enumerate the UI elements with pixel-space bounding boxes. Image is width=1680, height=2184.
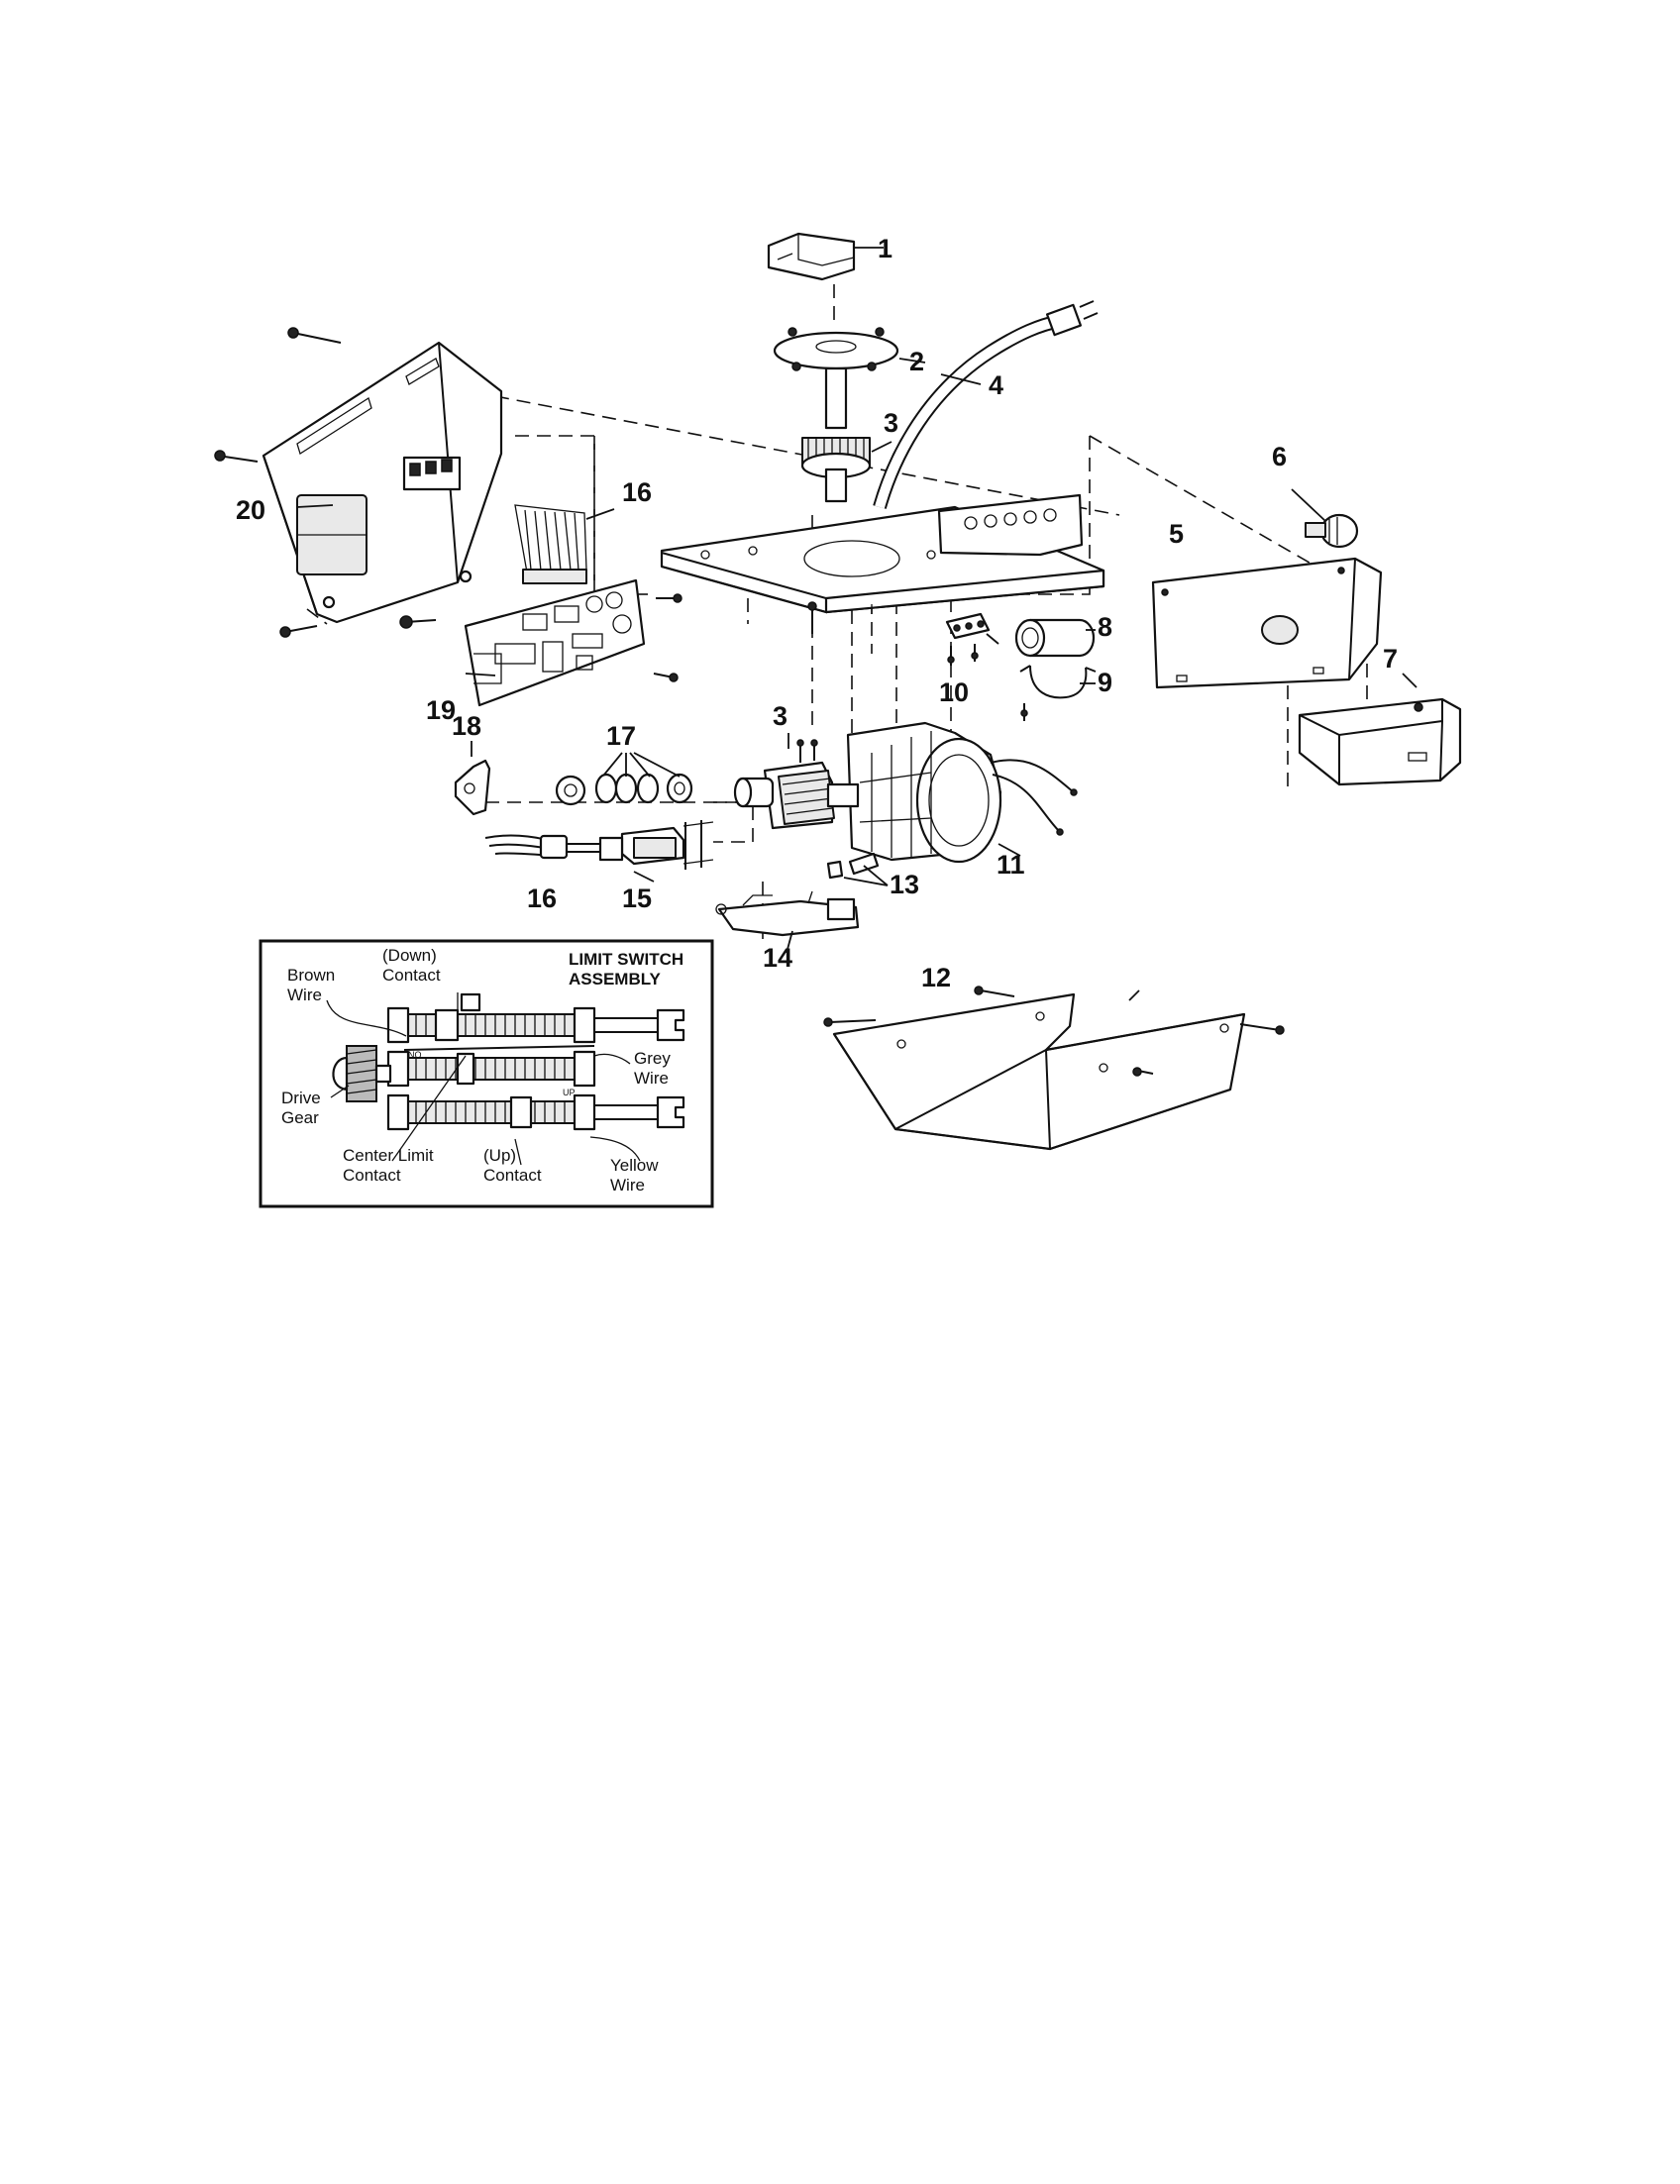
label-grey-wire-2: Wire — [634, 1069, 669, 1088]
callout-4: 4 — [989, 370, 1003, 400]
chassis-frame — [660, 493, 1105, 634]
inset-wires — [326, 992, 641, 1166]
inset-up-mark: UP — [563, 1088, 576, 1097]
callout-6: 6 — [1272, 442, 1287, 471]
callout-2: 2 — [909, 347, 924, 376]
limit-switch-inset: NO UP LIMIT SWITCH ASSEMBLY Brown Wire (… — [259, 939, 714, 1208]
part-20-cover — [262, 341, 503, 624]
callout-3-top: 3 — [884, 408, 898, 438]
inset-drive-gear — [332, 1045, 392, 1102]
callout-11: 11 — [997, 850, 1025, 880]
part-11-motor — [846, 721, 1078, 864]
part-17-spacers — [555, 773, 693, 806]
label-down-contact-1: (Down) — [382, 946, 437, 965]
callout-3-lower: 3 — [773, 701, 788, 731]
label-drive-gear-1: Drive — [281, 1089, 321, 1107]
part-16-wire-harness — [484, 834, 624, 862]
part-6-light-socket — [1305, 513, 1359, 549]
cover-screws — [214, 327, 437, 638]
part-5-end-panel — [1151, 557, 1383, 689]
part-14-bracket — [715, 890, 860, 937]
part-18-end-cap — [454, 759, 491, 816]
callout-5: 5 — [1169, 519, 1184, 549]
part-10-terminal — [945, 612, 991, 666]
callout-1: 1 — [878, 234, 892, 263]
inset-no-mark: NO — [408, 1050, 422, 1060]
label-yellow-wire-1: Yellow — [610, 1156, 659, 1175]
callout-16-top: 16 — [622, 477, 652, 507]
callout-14: 14 — [763, 943, 792, 973]
label-up-contact-2: Contact — [483, 1166, 542, 1185]
label-up-contact-1: (Up) — [483, 1146, 516, 1165]
part-2-mount-plate — [773, 327, 899, 371]
callout-leaders — [296, 247, 1418, 1001]
part-4-power-cord — [873, 300, 1099, 509]
label-brown-wire-2: Wire — [287, 986, 322, 1004]
part-3-worm-gear — [733, 739, 860, 830]
label-drive-gear-2: Gear — [281, 1108, 319, 1127]
label-grey-wire-1: Grey — [634, 1049, 671, 1068]
callout-20: 20 — [236, 495, 265, 525]
callout-7: 7 — [1383, 644, 1398, 674]
label-down-contact-2: Contact — [382, 966, 441, 985]
part-12-tray — [823, 986, 1285, 1151]
inset-title-line2: ASSEMBLY — [569, 970, 662, 988]
callout-17: 17 — [606, 721, 636, 751]
part-13-clips — [826, 852, 880, 880]
part-7-lens — [1298, 697, 1462, 786]
inset-title-line1: LIMIT SWITCH — [569, 950, 683, 969]
label-center-limit-1: Center Limit — [343, 1146, 434, 1165]
callout-19: 19 — [426, 695, 456, 725]
label-center-limit-2: Contact — [343, 1166, 401, 1185]
callout-10: 10 — [939, 677, 969, 707]
part-19-circuit-board — [464, 578, 682, 707]
callout-16-bottom: 16 — [527, 884, 557, 913]
part-3-sprocket-gear — [800, 366, 872, 503]
callout-9: 9 — [1098, 668, 1112, 697]
part-8-capacitor — [1014, 618, 1096, 658]
callout-8: 8 — [1098, 612, 1112, 642]
label-brown-wire-1: Brown — [287, 966, 335, 985]
callout-18: 18 — [452, 711, 481, 741]
callout-15: 15 — [622, 884, 652, 913]
callout-13: 13 — [890, 870, 919, 899]
part-15-limit-switch — [620, 820, 714, 870]
part-1-bracket — [767, 232, 856, 281]
label-yellow-wire-2: Wire — [610, 1176, 645, 1195]
callout-12: 12 — [921, 963, 951, 992]
part-16-ribbon-cable — [514, 504, 587, 584]
part-9-strap — [1019, 665, 1097, 721]
callout-numbers: 1 2 3 4 5 6 7 8 9 10 11 12 13 14 15 16 1… — [236, 234, 1398, 992]
